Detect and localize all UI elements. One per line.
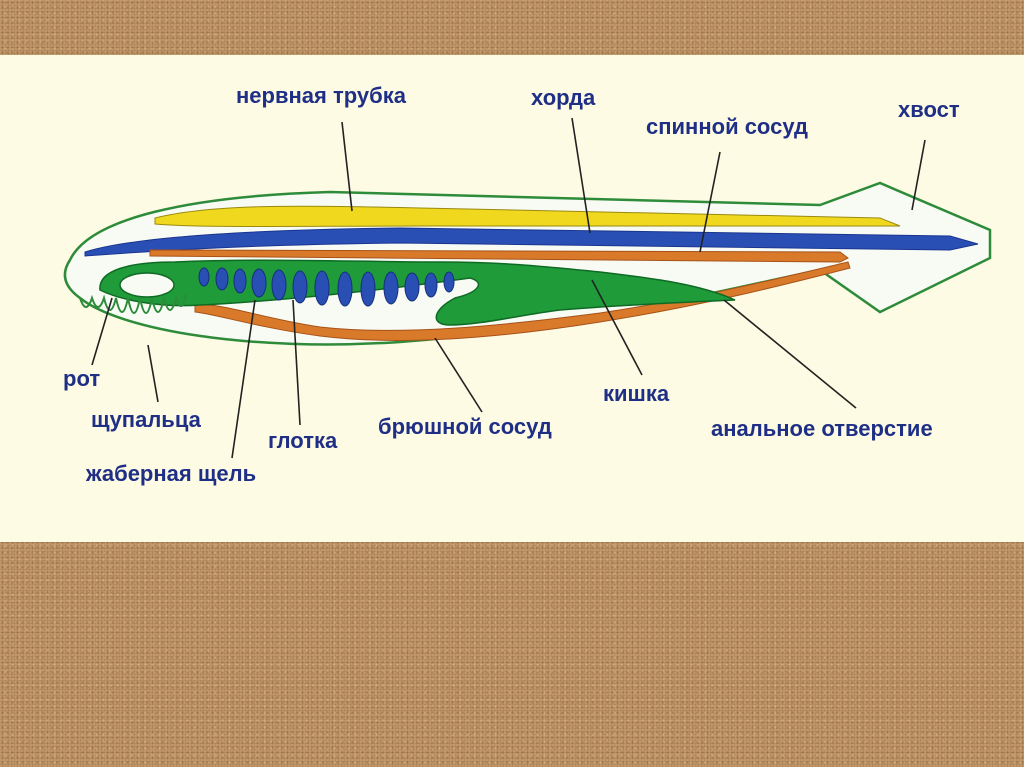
label-dorsal-vessel: спинной сосуд (646, 114, 808, 139)
gill-slits (198, 267, 455, 307)
label-ventral-vessel: брюшной сосуд (378, 414, 552, 439)
label-tail: хвост (898, 97, 960, 122)
label-gill-slit: жаберная щель (85, 461, 256, 486)
leader-lines (91, 117, 926, 459)
gill-slit (233, 268, 247, 294)
gill-slit (424, 272, 438, 298)
gill-slit (215, 267, 229, 291)
gill-slit (314, 270, 330, 306)
gill-slit (292, 270, 308, 304)
mouth-opening (119, 272, 175, 298)
label-intestine: кишка (603, 381, 670, 406)
gill-slit (443, 271, 455, 293)
tentacles (79, 293, 187, 314)
label-anus: анальное отверстие (711, 416, 933, 441)
dorsal-vessel (149, 249, 849, 263)
label-pharynx: глотка (268, 428, 338, 453)
notochord (84, 227, 979, 257)
gill-slit (337, 271, 353, 307)
label-notochord: хорда (531, 85, 596, 110)
gill-slit (198, 267, 210, 287)
ventral-vessel (194, 261, 851, 341)
gill-slit (360, 271, 376, 307)
label-mouth: рот (63, 366, 100, 391)
label-nerve-tube: нервная трубка (236, 83, 407, 108)
nerve-tube (154, 205, 901, 227)
gill-slit (383, 271, 399, 305)
gill-slit (271, 269, 287, 301)
label-tentacles: щупальца (91, 407, 202, 432)
gill-slit (404, 272, 420, 302)
gill-slit (251, 268, 267, 298)
